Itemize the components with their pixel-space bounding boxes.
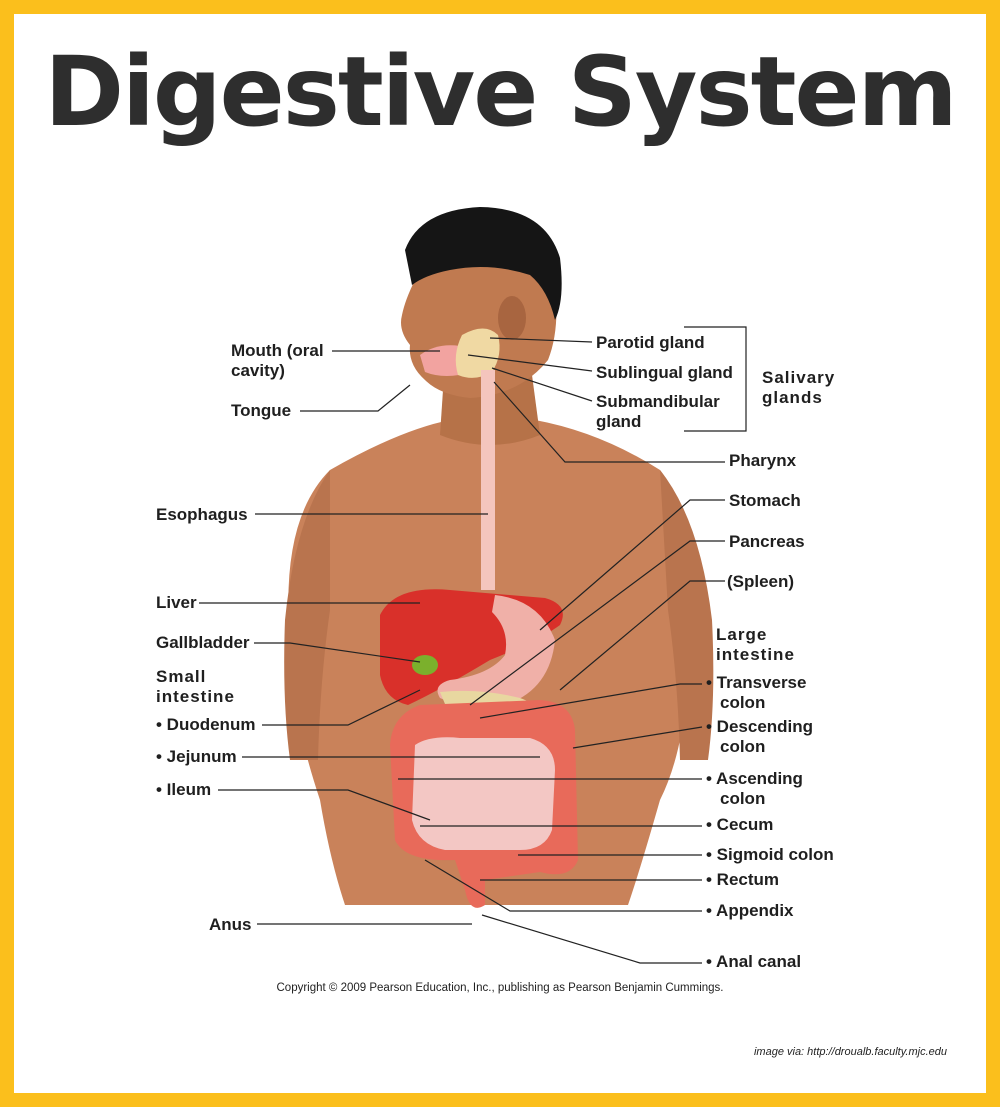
page-title: Digestive System	[44, 36, 957, 148]
label-salivary-line1: Salivary	[762, 368, 836, 387]
label-mouth-line2: cavity)	[231, 361, 285, 380]
label-rectum: • Rectum	[706, 870, 780, 889]
label-parotid: Parotid gland	[596, 333, 705, 352]
label-mouth-line1: Mouth (oral	[231, 341, 324, 360]
label-ascending: • Ascending colon	[706, 769, 803, 809]
label-large-intestine-line2: intestine	[716, 645, 795, 664]
label-duodenum: • Duodenum	[156, 715, 256, 734]
label-tongue: Tongue	[231, 401, 292, 420]
ear	[498, 296, 526, 340]
label-pancreas: Pancreas	[729, 532, 805, 551]
label-transverse-line2: colon	[720, 693, 766, 712]
label-descending: • Descending colon	[706, 717, 813, 757]
label-esophagus: Esophagus	[156, 505, 248, 524]
label-ascending-line1: • Ascending	[706, 769, 803, 788]
label-salivary-glands: Salivary glands	[762, 368, 835, 408]
label-jejunum: • Jejunum	[156, 747, 237, 766]
left-arm	[284, 470, 330, 760]
label-descending-line2: colon	[720, 737, 766, 756]
label-submandibular-line2: gland	[596, 412, 642, 431]
label-descending-line1: • Descending	[706, 717, 814, 736]
label-appendix: • Appendix	[706, 901, 794, 920]
label-large-intestine-line1: Large	[716, 625, 768, 644]
label-large-intestine: Large intestine	[716, 625, 795, 665]
label-spleen: (Spleen)	[727, 572, 795, 591]
label-gallbladder: Gallbladder	[156, 633, 250, 652]
label-submandibular-line1: Submandibular	[596, 392, 720, 411]
label-anal-canal: • Anal canal	[706, 952, 802, 971]
label-small-intestine: Small intestine	[156, 667, 235, 707]
label-pharynx: Pharynx	[729, 451, 797, 470]
copyright-notice: Copyright © 2009 Pearson Education, Inc.…	[276, 982, 724, 994]
label-ileum: • Ileum	[156, 780, 212, 799]
esophagus-tube	[481, 370, 495, 590]
label-sigmoid: • Sigmoid colon	[706, 845, 834, 864]
hair	[405, 207, 562, 320]
label-liver: Liver	[156, 593, 197, 612]
gallbladder-organ	[412, 655, 438, 675]
small-intestine	[412, 737, 555, 850]
label-cecum: • Cecum	[706, 815, 774, 834]
label-transverse: • Transverse colon	[706, 673, 806, 713]
label-stomach: Stomach	[729, 491, 801, 510]
label-transverse-line1: • Transverse	[706, 673, 807, 692]
label-anus: Anus	[209, 915, 252, 934]
label-sublingual: Sublingual gland	[596, 363, 733, 382]
label-salivary-line2: glands	[762, 388, 823, 407]
label-ascending-line2: colon	[720, 789, 766, 808]
label-small-intestine-line2: intestine	[156, 687, 235, 706]
label-small-intestine-line1: Small	[156, 667, 207, 686]
image-credit: image via: http://droualb.faculty.mjc.ed…	[753, 1046, 947, 1058]
label-mouth: Mouth (oral cavity)	[231, 341, 324, 381]
label-submandibular: Submandibular gland	[596, 392, 720, 432]
